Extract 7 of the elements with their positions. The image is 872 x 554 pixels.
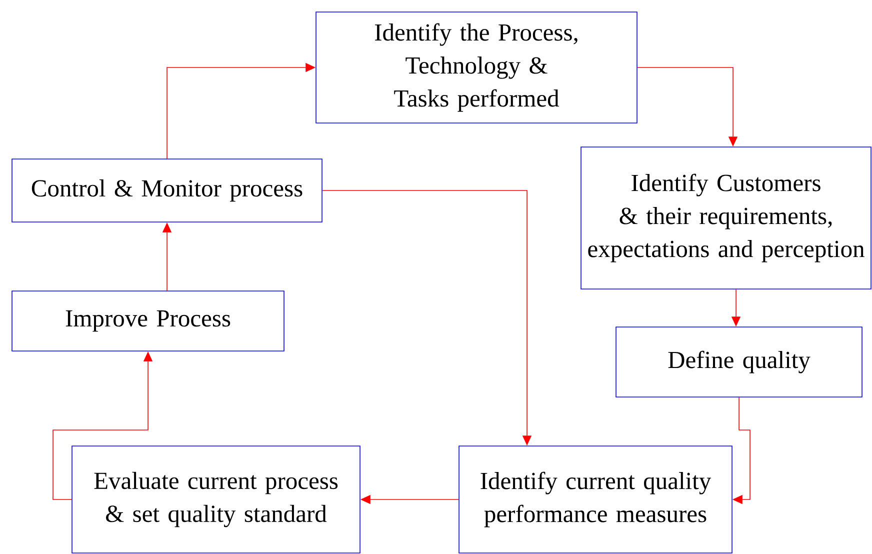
process-box: Improve Process: [12, 290, 284, 352]
process-box: Control & Monitor process: [12, 158, 322, 222]
process-box: Identify the Process, Technology & Tasks performed: [316, 12, 638, 124]
process-box: Identify current quality performance measures: [458, 446, 732, 554]
process-box: Identify Customers & their requirements, expectations and perception: [580, 146, 872, 290]
process-box: Define quality: [616, 326, 862, 398]
process-box: Evaluate current process & set quality standard: [72, 446, 360, 554]
